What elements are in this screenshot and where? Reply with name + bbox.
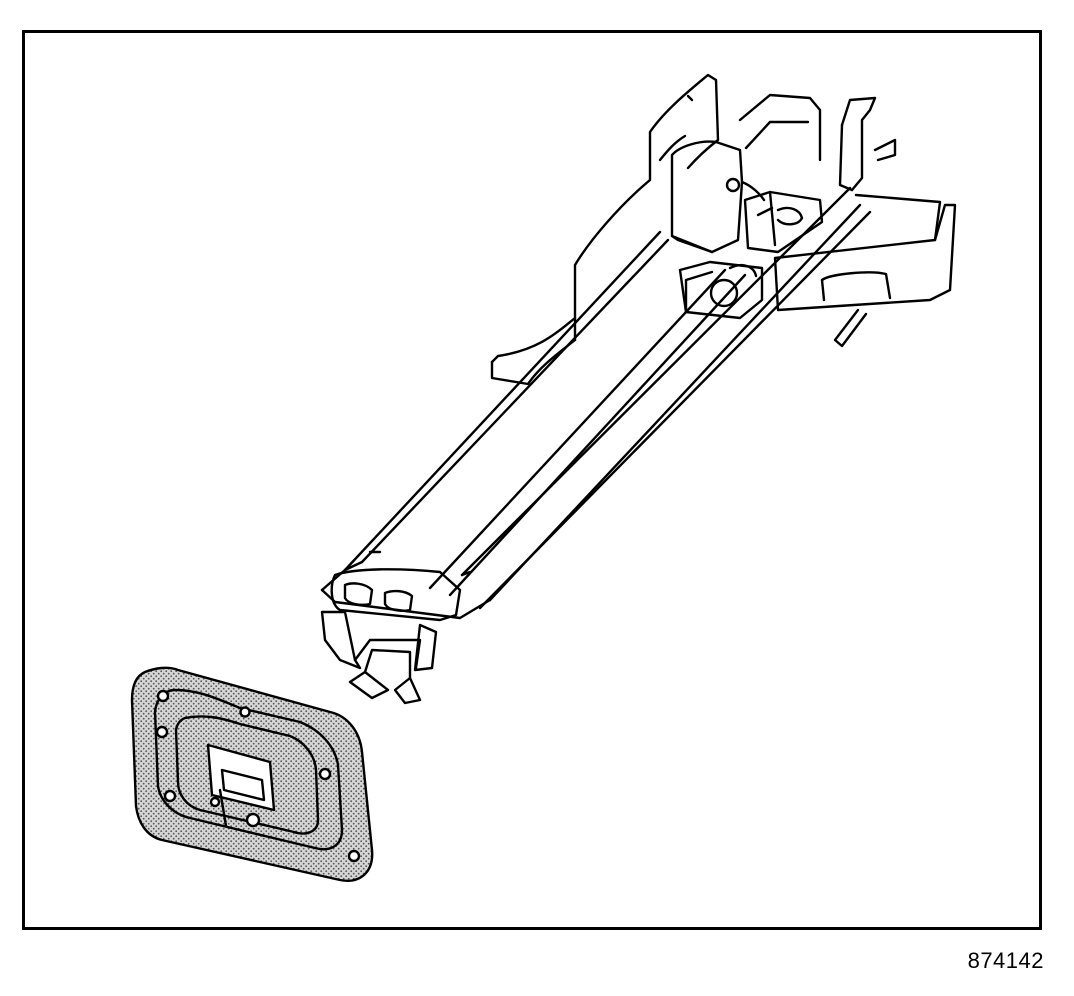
rail-front-end bbox=[320, 568, 462, 705]
cross-member bbox=[743, 190, 824, 254]
rear-tab bbox=[838, 96, 897, 192]
mid-bracket bbox=[678, 260, 764, 320]
frame-rail bbox=[320, 186, 872, 620]
rear-left-flange bbox=[490, 73, 720, 386]
figure-number: 874142 bbox=[967, 948, 1044, 973]
rear-mount-bracket bbox=[670, 93, 822, 254]
outrigger-bracket bbox=[773, 193, 957, 348]
reinforcement-plate bbox=[130, 666, 374, 882]
